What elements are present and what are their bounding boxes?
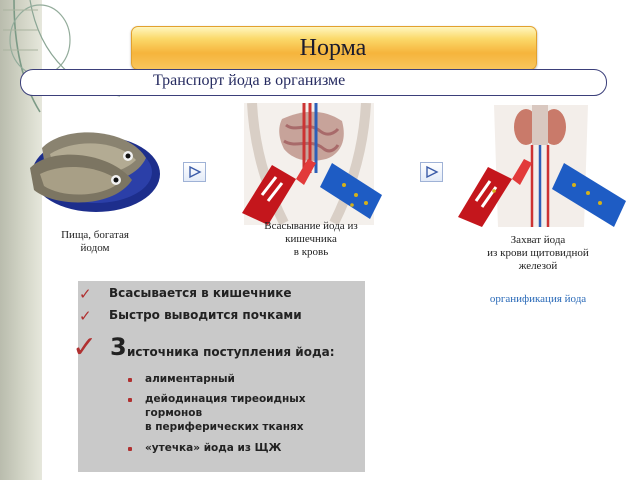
fact-absorbed-intestine: Всасывается в кишечнике	[109, 286, 292, 300]
bullet-icon	[128, 447, 132, 451]
checkmark-icon: ✓	[79, 285, 92, 303]
page-subtitle: Транспорт йода в организме	[153, 72, 346, 89]
play-arrow-icon	[189, 165, 202, 179]
play-arrow-icon	[426, 165, 439, 179]
page-title: Норма	[299, 35, 367, 61]
source-deiodination: дейодинация тиреоидных гормонов в перифе…	[145, 393, 306, 433]
thyroid-gland-icon	[514, 105, 566, 145]
checkmark-icon: ✓	[79, 307, 92, 325]
caption-food: Пища, богатая йодом	[61, 229, 129, 254]
caption-absorption: Всасывание йода из кишечника в кровь	[264, 220, 358, 258]
source-thyroid-leak: «утечка» йода из ЩЖ	[145, 442, 282, 454]
large-checkmark-icon: ✓	[72, 330, 98, 365]
title-banner	[131, 26, 537, 70]
subtitle-bar	[20, 69, 607, 96]
caption-capture: Захват йода из крови щитовидной железой	[487, 234, 589, 272]
sources-number: 3	[110, 333, 127, 361]
facts-box	[78, 281, 365, 472]
thyroid-vessels-illustration	[458, 105, 626, 227]
bullet-icon	[128, 398, 132, 402]
caption-organification: органификация йода	[489, 293, 587, 305]
sources-label: источника поступления йода:	[127, 345, 335, 359]
source-alimentary: алиментарный	[145, 373, 235, 385]
fish-plate-illustration	[30, 132, 160, 212]
intestine-vessels-illustration	[242, 103, 382, 225]
fish-icon	[30, 154, 132, 203]
bullet-icon	[128, 378, 132, 382]
fact-excreted-kidneys: Быстро выводится почками	[109, 308, 302, 322]
next-arrow-button	[420, 162, 443, 182]
intestine-icon	[279, 111, 344, 161]
next-arrow-button	[183, 162, 206, 182]
